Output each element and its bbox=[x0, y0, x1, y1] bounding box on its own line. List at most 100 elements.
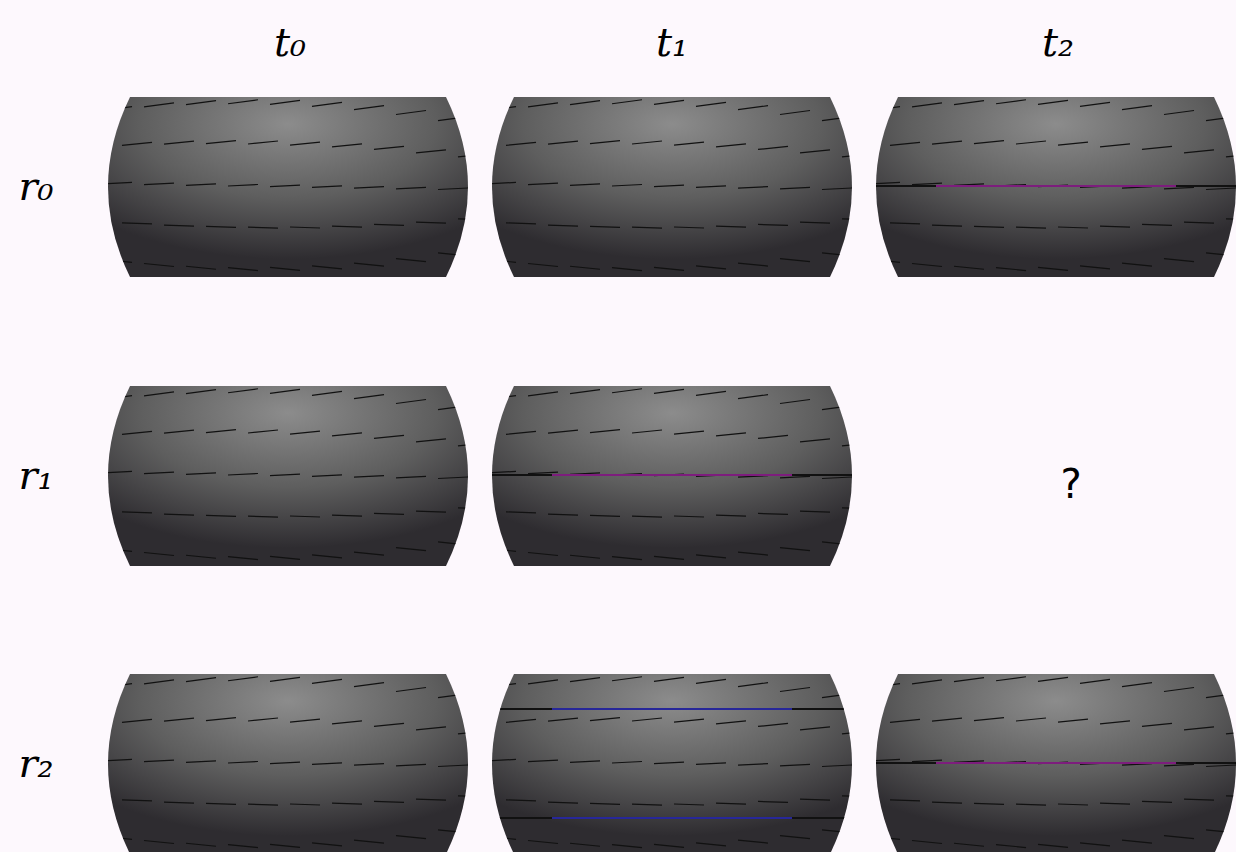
texture-dash bbox=[890, 223, 920, 224]
texture-dash bbox=[912, 760, 942, 762]
dash-texture bbox=[486, 100, 894, 271]
texture-dash bbox=[144, 840, 174, 843]
highlight-line bbox=[462, 709, 882, 710]
texture-dash bbox=[396, 548, 426, 551]
texture-dash bbox=[270, 844, 300, 847]
barrel-shape bbox=[492, 97, 852, 277]
texture-dash bbox=[486, 471, 516, 473]
texture-dash bbox=[674, 719, 704, 722]
texture-dash bbox=[228, 474, 258, 476]
texture-dash bbox=[632, 718, 662, 721]
texture-dash bbox=[780, 548, 810, 551]
texture-dash bbox=[612, 185, 642, 187]
texture-dash bbox=[374, 224, 404, 225]
texture-dash bbox=[102, 259, 132, 262]
texture-dash bbox=[506, 719, 536, 722]
texture-dash bbox=[312, 266, 342, 269]
texture-dash bbox=[780, 399, 810, 403]
texture-dash bbox=[548, 514, 578, 515]
texture-dash bbox=[890, 800, 920, 801]
texture-dash bbox=[354, 106, 384, 110]
texture-dash bbox=[122, 800, 152, 801]
texture-dash bbox=[842, 731, 872, 734]
texture-dash bbox=[612, 389, 642, 393]
texture-dash bbox=[374, 513, 404, 514]
texture-dash bbox=[654, 267, 684, 270]
texture-dash bbox=[548, 141, 578, 144]
texture-dash bbox=[228, 389, 258, 393]
texture-dash bbox=[822, 406, 852, 410]
texture-dash bbox=[1016, 804, 1046, 805]
texture-dash bbox=[102, 396, 132, 400]
texture-dash bbox=[780, 110, 810, 114]
texture-dash bbox=[396, 476, 426, 478]
texture-dash bbox=[674, 516, 704, 517]
barrel-cell bbox=[102, 386, 510, 566]
texture-dash bbox=[800, 511, 830, 512]
texture-dash bbox=[248, 516, 278, 517]
texture-dash bbox=[354, 552, 384, 555]
texture-dash bbox=[528, 183, 558, 185]
texture-dash bbox=[632, 141, 662, 144]
texture-dash bbox=[842, 508, 872, 509]
texture-dash bbox=[186, 555, 216, 558]
texture-dash bbox=[122, 512, 152, 513]
texture-dash bbox=[738, 764, 768, 766]
texture-dash bbox=[102, 548, 132, 551]
texture-dash bbox=[548, 225, 578, 226]
barrel-cell bbox=[462, 386, 894, 566]
texture-dash bbox=[696, 679, 726, 683]
texture-dash bbox=[1184, 222, 1214, 223]
time-header: t₁ bbox=[656, 22, 688, 62]
texture-dash bbox=[654, 100, 684, 104]
texture-dash bbox=[248, 718, 278, 721]
texture-dash bbox=[758, 224, 788, 225]
texture-dash bbox=[954, 843, 984, 846]
barrel-shape bbox=[108, 674, 468, 852]
texture-dash bbox=[164, 718, 194, 721]
texture-dash bbox=[654, 844, 684, 847]
texture-dash bbox=[1164, 110, 1194, 114]
texture-dash bbox=[738, 840, 768, 843]
texture-dash bbox=[780, 687, 810, 691]
texture-dash bbox=[612, 677, 642, 681]
texture-dash bbox=[1184, 150, 1214, 153]
texture-dash bbox=[374, 801, 404, 802]
texture-dash bbox=[932, 802, 962, 803]
texture-dash bbox=[354, 683, 384, 687]
texture-dash bbox=[780, 259, 810, 262]
texture-dash bbox=[674, 431, 704, 434]
texture-dash bbox=[528, 103, 558, 107]
barrel-shape bbox=[492, 674, 852, 852]
barrel-shape bbox=[108, 97, 468, 277]
texture-dash bbox=[374, 146, 404, 149]
texture-dash bbox=[842, 154, 872, 157]
texture-dash bbox=[1164, 836, 1194, 839]
texture-dash bbox=[248, 804, 278, 805]
texture-dash bbox=[186, 678, 216, 682]
texture-dash bbox=[144, 760, 174, 762]
texture-dash bbox=[590, 141, 620, 144]
dash-texture bbox=[102, 389, 510, 560]
texture-dash bbox=[1226, 796, 1236, 797]
texture-dash bbox=[548, 802, 578, 803]
highlight-line bbox=[846, 763, 1236, 764]
texture-dash bbox=[206, 803, 236, 804]
texture-dash bbox=[122, 431, 152, 434]
texture-dash bbox=[506, 223, 536, 224]
texture-dash bbox=[912, 680, 942, 684]
texture-dash bbox=[164, 141, 194, 144]
texture-dash bbox=[1206, 253, 1236, 256]
texture-dash bbox=[164, 430, 194, 433]
texture-dash bbox=[102, 684, 132, 688]
texture-dash bbox=[932, 225, 962, 226]
texture-dash bbox=[416, 222, 446, 223]
texture-dash bbox=[354, 764, 384, 766]
texture-dash bbox=[396, 687, 426, 691]
texture-dash bbox=[1100, 226, 1130, 227]
texture-dash bbox=[144, 103, 174, 107]
texture-dash bbox=[912, 263, 942, 266]
texture-dash bbox=[974, 141, 1004, 144]
texture-dash bbox=[458, 443, 488, 446]
